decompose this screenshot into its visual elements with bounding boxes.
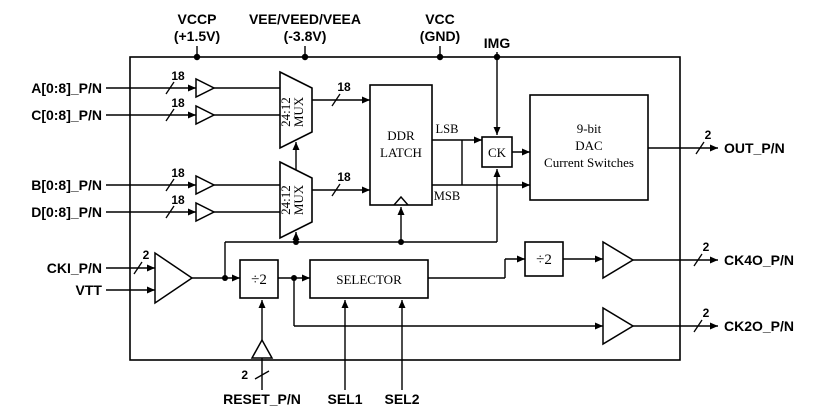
mux-top-shape xyxy=(279,70,313,150)
mux-top-block: 24:12 MUX 18 xyxy=(278,70,370,170)
output-label-ck4o: CK4O_P/N xyxy=(724,252,794,268)
selector-shape xyxy=(309,259,429,299)
bus-width-18: 18 xyxy=(171,69,185,83)
mux-bottom-label-1: 24:12 xyxy=(278,185,293,215)
ddr-latch-block: DDR LATCH xyxy=(369,84,433,206)
ck-label: CK xyxy=(488,145,507,160)
bus-slash xyxy=(165,108,175,122)
bus-width-2: 2 xyxy=(705,128,712,142)
div2-1-label: ÷2 xyxy=(251,272,267,288)
clock-input: CKI_P/N 2 VTT xyxy=(47,248,240,305)
clock-input-buffer xyxy=(154,251,194,305)
bus-width-18: 18 xyxy=(337,80,351,94)
bus-width-18: 18 xyxy=(171,96,185,110)
input-label-sel2: SEL2 xyxy=(384,391,419,407)
bus-width-2: 2 xyxy=(703,240,710,254)
input-label-sel1: SEL1 xyxy=(327,391,362,407)
div2-block-2: ÷2 xyxy=(524,241,603,277)
ddr-latch-label-2: LATCH xyxy=(380,145,422,160)
ck4o-output: 2 CK4O_P/N xyxy=(602,240,794,280)
output-label-out: OUT_P/N xyxy=(724,140,785,156)
input-d: D[0:8]_P/N 18 xyxy=(31,193,280,223)
msb-label: MSB xyxy=(434,189,460,203)
pin-label-img: IMG xyxy=(484,35,511,51)
ddr-latch-label-1: DDR xyxy=(387,128,415,143)
bus-slash xyxy=(165,205,175,219)
lsb-label: LSB xyxy=(436,122,459,136)
output-label-ck2o: CK2O_P/N xyxy=(724,318,794,334)
buffer-a xyxy=(195,77,216,99)
bus-width-18: 18 xyxy=(171,166,185,180)
buffer-d xyxy=(195,201,216,223)
input-label-b: B[0:8]_P/N xyxy=(31,177,102,193)
div2-2-shape xyxy=(524,241,564,277)
bus-slash xyxy=(254,370,270,380)
power-pins: VCCP (+1.5V) VEE/VEED/VEEA (-3.8V) VCC (… xyxy=(174,11,510,135)
mux-bottom-label-2: MUX xyxy=(291,184,306,215)
ck2o-output: 2 CK2O_P/N xyxy=(602,306,794,346)
input-b: B[0:8]_P/N 18 xyxy=(31,166,280,196)
input-label-a: A[0:8]_P/N xyxy=(31,80,102,96)
bus-width-2: 2 xyxy=(143,248,150,262)
bus-width-18: 18 xyxy=(171,193,185,207)
pin-value-vcc: (GND) xyxy=(420,28,460,44)
input-c: C[0:8]_P/N 18 xyxy=(31,96,280,126)
clock-rail xyxy=(222,207,497,281)
mux-bottom-block: 24:12 MUX 18 xyxy=(278,160,370,242)
selector-label: SELECTOR xyxy=(336,272,402,287)
vee-pin-dot xyxy=(301,53,309,61)
pin-value-vee: (-3.8V) xyxy=(284,28,327,44)
input-label-c: C[0:8]_P/N xyxy=(31,107,102,123)
div2-2-label: ÷2 xyxy=(536,252,552,268)
mux-top-label-2: MUX xyxy=(291,96,306,127)
ddr-latch-shape xyxy=(369,84,433,206)
bus-slash xyxy=(165,178,175,192)
input-label-cki: CKI_P/N xyxy=(47,260,102,276)
reset-buffer xyxy=(250,338,274,359)
input-label-vtt: VTT xyxy=(76,282,103,298)
reset-pin: RESET_P/N 2 xyxy=(223,300,301,407)
bus-slash xyxy=(331,183,341,197)
bus-slash xyxy=(695,141,705,155)
mux-bottom-shape xyxy=(279,160,313,240)
img-pin-dot xyxy=(493,53,501,61)
input-label-d: D[0:8]_P/N xyxy=(31,204,102,220)
pin-label-vee: VEE/VEED/VEEA xyxy=(249,11,361,27)
pin-label-vcc: VCC xyxy=(425,11,455,27)
dac-label-2: DAC xyxy=(575,138,602,153)
bus-slash xyxy=(133,261,143,275)
ck-shape xyxy=(481,136,513,168)
dac-block: 9-bit DAC Current Switches 2 OUT_P/N xyxy=(529,94,785,201)
buffer-b xyxy=(195,174,216,196)
pin-label-vccp: VCCP xyxy=(178,11,217,27)
bus-slash xyxy=(165,81,175,95)
bus-width-18: 18 xyxy=(337,170,351,184)
bus-width-2: 2 xyxy=(241,368,248,382)
vcc-pin-dot xyxy=(436,53,444,61)
lsb-msb-split: LSB MSB xyxy=(432,122,530,203)
sel2-pin: SEL2 xyxy=(384,300,420,407)
buffer-c xyxy=(195,104,216,126)
input-a: A[0:8]_P/N 18 xyxy=(31,69,280,99)
ck4o-buffer xyxy=(602,240,635,280)
dac-label-1: 9-bit xyxy=(577,121,602,136)
sel1-pin: SEL1 xyxy=(327,300,363,407)
mux-top-label-1: 24:12 xyxy=(278,97,293,127)
dac-label-3: Current Switches xyxy=(544,155,634,170)
ck-block: CK xyxy=(481,136,530,242)
bus-slash xyxy=(693,319,703,333)
bus-width-2: 2 xyxy=(703,306,710,320)
input-label-reset: RESET_P/N xyxy=(223,391,301,407)
selector-block: SELECTOR xyxy=(309,255,525,299)
ck2o-buffer xyxy=(602,306,635,346)
junction-dot xyxy=(293,239,299,245)
div2-1-shape xyxy=(239,259,279,299)
bus-slash xyxy=(331,93,341,107)
pin-value-vccp: (+1.5V) xyxy=(174,28,220,44)
vccp-pin-dot xyxy=(193,53,201,61)
bus-slash xyxy=(693,253,703,267)
ddr-clock-caret xyxy=(393,195,409,206)
